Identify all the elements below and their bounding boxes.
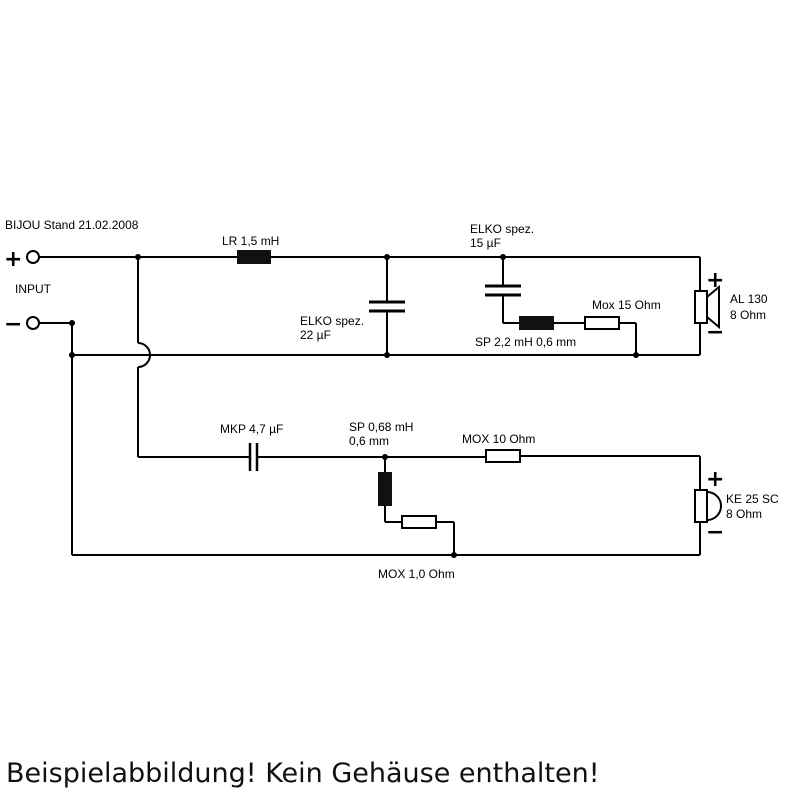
woofer-label-line2: 8 Ohm: [730, 308, 766, 322]
input-label: INPUT: [15, 282, 52, 296]
inductor-sp-2-2mh: [519, 316, 554, 330]
sp22-label: SP 2,2 mH 0,6 mm: [475, 335, 576, 349]
tweeter-minus-sign: −: [706, 520, 724, 545]
input-minus-terminal[interactable]: [26, 316, 40, 330]
tweeter-feed-wire: [137, 257, 250, 458]
mkp-label: MKP 4,7 µF: [220, 422, 283, 436]
capacitor-elko-22uf: [369, 257, 405, 355]
mox10-label: MOX 10 Ohm: [462, 432, 535, 446]
resistor-mox-15-ohm: [554, 316, 637, 355]
junction-dots: [69, 254, 639, 558]
input-minus-sign: −: [4, 312, 22, 337]
capacitor-mkp-4-7uf: [248, 443, 486, 471]
elko15-label-line1: ELKO spez.: [470, 222, 534, 236]
sp068-label-line1: SP 0,68 mH: [349, 420, 413, 434]
woofer-plus-sign: +: [706, 268, 724, 293]
woofer-label-line1: AL 130: [730, 292, 768, 306]
resistor-mox-1-ohm: [401, 515, 455, 555]
tweeter-label-line1: KE 25 SC: [726, 492, 779, 506]
inductor-lr-1-5mh: [237, 250, 271, 264]
tweeter-plus-sign: +: [706, 467, 724, 492]
inductor-sp-0-68mh: [378, 457, 402, 523]
input-plus-terminal[interactable]: [26, 250, 40, 264]
speaker-woofer-icon: [694, 284, 720, 330]
resistor-mox-10-ohm: [485, 449, 701, 555]
lr-label: LR 1,5 mH: [222, 234, 279, 248]
capacitor-elko-15uf: [485, 257, 521, 324]
schematic-title: BIJOU Stand 21.02.2008: [5, 218, 139, 232]
input-plus-sign: +: [4, 247, 22, 272]
elko22-label-line1: ELKO spez.: [300, 314, 364, 328]
mox1-label: MOX 1,0 Ohm: [378, 567, 455, 581]
sp068-label-line2: 0,6 mm: [349, 434, 389, 448]
tweeter-label-line2: 8 Ohm: [726, 507, 762, 521]
speaker-tweeter-icon: [694, 489, 722, 523]
caption-text: Beispielabbildung! Kein Gehäuse enthalte…: [6, 758, 600, 789]
elko15-label-line2: 15 µF: [470, 236, 501, 250]
mox15-label: Mox 15 Ohm: [592, 298, 661, 312]
elko22-label-line2: 22 µF: [300, 328, 331, 342]
woofer-minus-sign: −: [706, 320, 724, 345]
